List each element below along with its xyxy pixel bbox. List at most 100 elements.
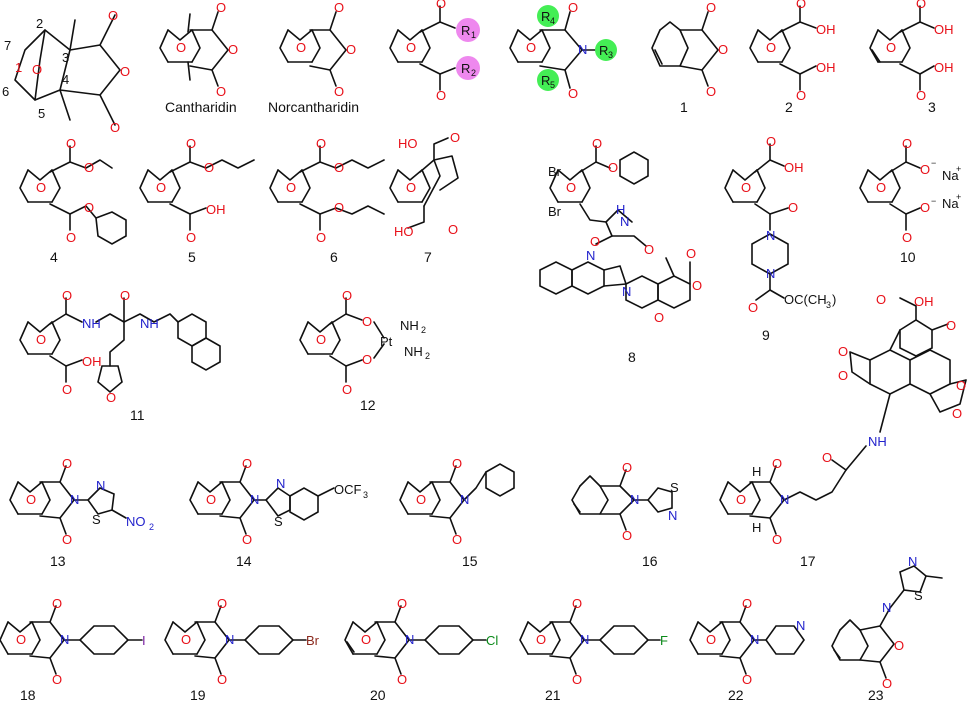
nitrogen-atom: N <box>580 632 589 647</box>
oxygen-atom: O <box>772 532 782 547</box>
oxygen-atom: O <box>788 200 798 215</box>
oxygen-atom: O <box>186 136 196 151</box>
sulfur-atom: S <box>670 480 679 495</box>
bridge-oxygen: O <box>876 180 886 195</box>
oxygen-atom: O <box>692 278 702 293</box>
R1-marker <box>456 18 480 42</box>
R2-sub: 2 <box>471 68 476 78</box>
oxygen-atom: O <box>84 160 94 175</box>
bridge-oxygen: O <box>706 632 716 647</box>
hydroxyl-group: HO <box>394 224 414 239</box>
oxygen-atom: O <box>346 42 356 57</box>
nitrogen-atom: N <box>276 476 285 491</box>
oxygen-atom: O <box>120 288 130 303</box>
hydroxyl-group: OH <box>784 160 804 175</box>
compound-18: O O N I O 18 <box>0 596 146 703</box>
R4-label: R <box>541 9 550 24</box>
nitrogen-atom: N <box>225 632 234 647</box>
oxygen-atom: O <box>216 0 226 15</box>
compound-label: 5 <box>188 249 196 265</box>
oxygen-atom: O <box>228 42 238 57</box>
oxygen-atom: O <box>748 300 758 315</box>
oxygen-atom: O <box>608 160 618 175</box>
oxygen-atom: O <box>882 676 892 691</box>
bromine-atom: Br <box>548 164 562 179</box>
compound-9: O OH O N N O OC(CH 3 ) O 9 <box>724 134 836 343</box>
oxygen-atom: O <box>622 460 632 475</box>
oxygen-atom: O <box>568 86 578 101</box>
oxygen-atom: O <box>796 88 806 103</box>
compound-13: O O N N S NO 2 O 13 <box>9 456 154 569</box>
bridge-oxygen: O <box>416 492 426 507</box>
carboxylate-oxygen: O <box>920 162 930 177</box>
negative-charge: − <box>931 158 936 168</box>
compound-4: O O O O O 4 <box>19 136 127 265</box>
trifluoromethoxy-sub: 3 <box>363 490 368 500</box>
platinum-atom: Pt <box>380 334 393 349</box>
nitrogen-atom: N <box>405 632 414 647</box>
oxygen-atom: O <box>902 230 912 245</box>
bridge-oxygen: O <box>316 332 326 347</box>
ammine-ligand: NH <box>400 318 419 333</box>
oxygen-atom: O <box>334 84 344 99</box>
oxygen-atom: O <box>742 596 752 611</box>
sulfur-atom: S <box>274 514 283 529</box>
nitrogen-atom: N <box>578 42 587 57</box>
oxygen-atom: O <box>342 382 352 397</box>
oxygen-atom: O <box>84 200 94 215</box>
compound-label: 19 <box>190 687 206 703</box>
bridge-oxygen: O <box>296 40 306 55</box>
compound-8: Br Br O O H N O O N N O O O O 8 <box>539 136 702 365</box>
oxygen-atom: O <box>916 0 926 11</box>
R2-label: R <box>461 61 470 76</box>
oxygen-atom: O <box>956 378 966 393</box>
bridge-oxygen: O <box>886 40 896 55</box>
R1-sub: 1 <box>471 30 476 40</box>
oxygen-atom: O <box>362 314 372 329</box>
R5-sub: 5 <box>550 80 555 90</box>
compound-17-upper: O OH O O O O O NH <box>838 292 967 449</box>
sodium-ion: Na <box>942 168 959 183</box>
compound-1: O O O 1 <box>651 0 728 115</box>
ring-oxygen: O <box>894 638 904 653</box>
oxygen-atom: O <box>766 134 776 149</box>
oxygen-atom: O <box>62 532 72 547</box>
compound-label: 7 <box>424 249 432 265</box>
pyridine-nitrogen: N <box>796 618 805 633</box>
compound-label: 1 <box>680 99 688 115</box>
bridge-oxygen: O <box>536 632 546 647</box>
compound-14: O O N N S OCF 3 O 14 <box>189 456 368 569</box>
oxygen-atom: O <box>572 596 582 611</box>
compound-label: 4 <box>50 249 58 265</box>
nitrogen-atom: N <box>96 478 105 493</box>
compound-label: 3 <box>928 99 936 115</box>
compound-label: 15 <box>462 553 478 569</box>
bromine-atom: Br <box>548 204 562 219</box>
hydroxyl-group: OH <box>914 294 934 309</box>
oxygen-atom: O <box>706 0 716 15</box>
imine-nitrogen: N <box>882 600 891 615</box>
nitrogen-atom: N <box>766 266 775 281</box>
oxygen-atom: O <box>316 230 326 245</box>
compound-7: O HO O HO O 7 <box>389 130 460 265</box>
norcantharidin-label: Norcantharidin <box>268 99 359 115</box>
oxygen-atom: O <box>838 344 848 359</box>
oxygen-atom: O <box>686 246 696 261</box>
bridge-oxygen: O <box>286 180 296 195</box>
oxygen-atom: O <box>452 532 462 547</box>
furan-oxygen: O <box>106 390 116 405</box>
oxygen-atom: O <box>397 596 407 611</box>
compound-label: 8 <box>628 349 636 365</box>
oxygen-atom: O <box>644 242 654 257</box>
amide-nh: NH <box>140 316 159 331</box>
oxygen-atom: O <box>654 310 664 325</box>
positive-charge: + <box>956 164 961 174</box>
cantharidin-structure: O O O O Cantharidin <box>159 0 238 115</box>
bridge-oxygen: O <box>526 40 536 55</box>
sulfur-atom: S <box>914 588 923 603</box>
R5-marker <box>537 69 559 91</box>
oxygen-atom: O <box>120 64 130 79</box>
compound-6: O O O O O 6 <box>269 136 385 265</box>
position-2: 2 <box>36 16 43 31</box>
oxygen-atom: O <box>448 222 458 237</box>
